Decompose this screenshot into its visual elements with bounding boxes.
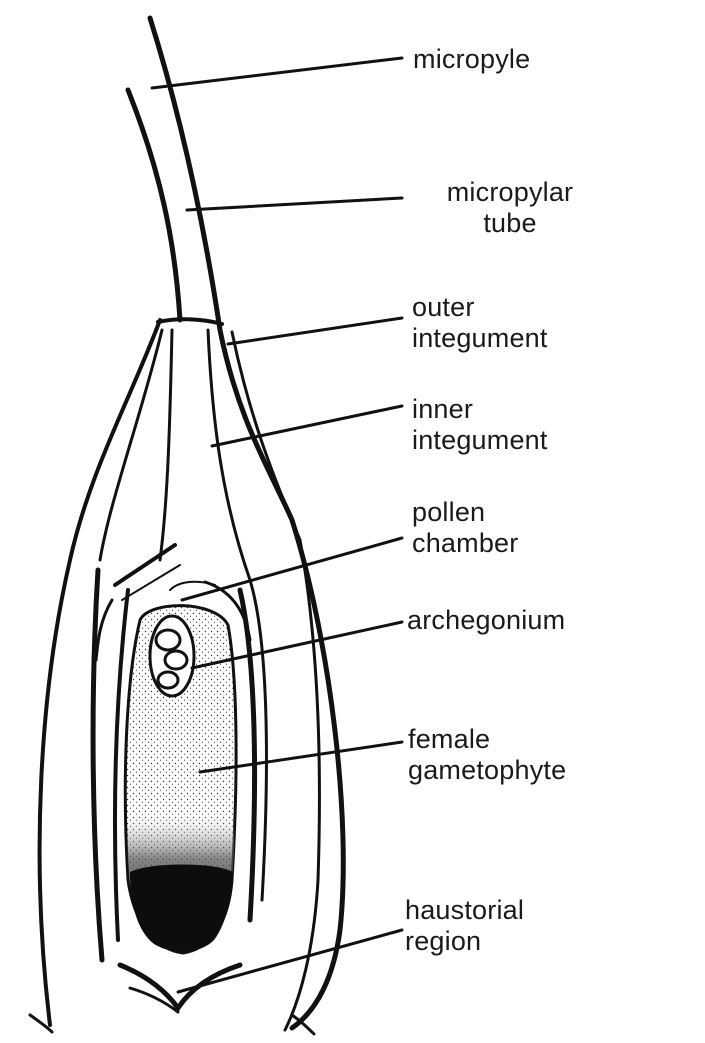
label-female-gametophyte-line2: gametophyte	[408, 755, 566, 786]
label-inner-integument-line2: integument	[412, 425, 548, 456]
label-pollen-chamber-line1: pollen	[412, 497, 518, 528]
label-archegonium: archegonium	[407, 605, 565, 636]
label-haustorial-region-line2: region	[405, 926, 524, 957]
label-archegonium-text: archegonium	[407, 605, 565, 635]
label-pollen-chamber: pollen chamber	[412, 497, 518, 559]
haustorial-region-dark	[130, 865, 233, 952]
label-outer-integument-line2: integument	[412, 323, 548, 354]
leader-inner-integument	[212, 406, 402, 446]
label-inner-integument: inner integument	[412, 394, 548, 456]
label-micropylar-tube: micropylar tube	[405, 177, 615, 239]
leader-micropyle	[152, 58, 402, 88]
label-female-gametophyte-line1: female	[408, 724, 566, 755]
label-female-gametophyte: female gametophyte	[408, 724, 566, 786]
label-inner-integument-line1: inner	[412, 394, 548, 425]
label-haustorial-region: haustorial region	[405, 895, 524, 957]
label-micropyle: micropyle	[413, 44, 530, 75]
leader-outer-integument	[228, 318, 402, 344]
label-micropylar-tube-line1: micropylar	[405, 177, 615, 208]
label-outer-integument-line1: outer	[412, 292, 548, 323]
label-outer-integument: outer integument	[412, 292, 548, 354]
label-micropylar-tube-line2: tube	[405, 208, 615, 239]
label-haustorial-region-line1: haustorial	[405, 895, 524, 926]
label-micropyle-text: micropyle	[413, 44, 530, 74]
label-pollen-chamber-line2: chamber	[412, 528, 518, 559]
chalazal-base	[30, 965, 314, 1034]
leader-micropylar-tube	[187, 198, 402, 210]
leader-pollen-chamber	[182, 538, 402, 600]
archegonium-shape	[150, 616, 194, 696]
